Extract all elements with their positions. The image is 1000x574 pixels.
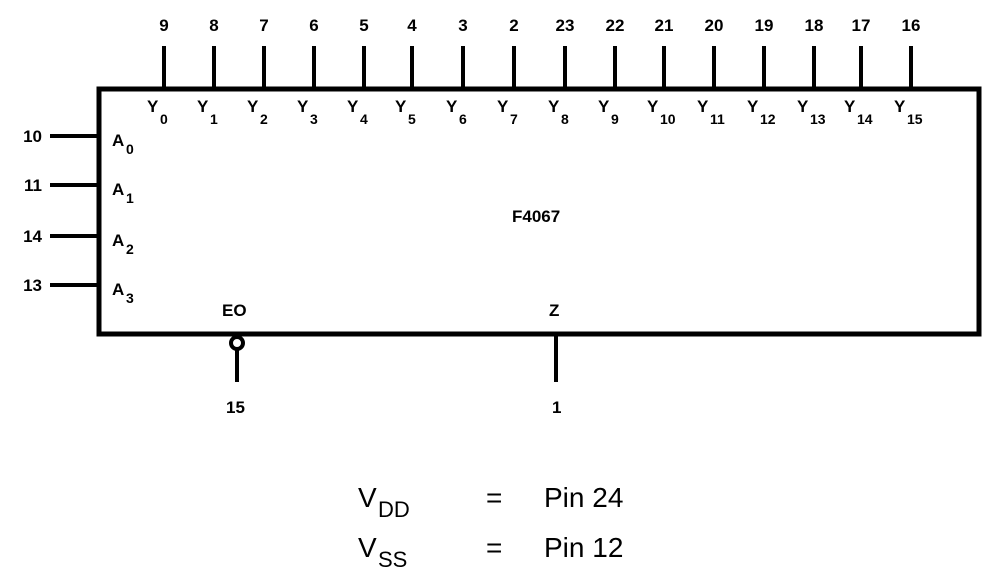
output-label-sub: 0: [160, 111, 168, 127]
output-label-sub: 4: [360, 111, 368, 127]
output-label-sub: 2: [260, 111, 268, 127]
output-label-sub: 9: [611, 111, 619, 127]
chip-body: [96, 86, 982, 337]
input-label: A: [112, 280, 124, 299]
vdd-sub: DD: [378, 497, 410, 522]
output-label-sub: 12: [760, 111, 776, 127]
output-pin-y3: 6Y3: [297, 16, 319, 127]
output-label-sub: 3: [310, 111, 318, 127]
output-label: Y: [497, 97, 509, 116]
common-label: Z: [549, 301, 559, 320]
output-pin-number: 18: [805, 16, 824, 35]
input-label-sub: 1: [126, 190, 134, 206]
output-pin-number: 4: [407, 16, 417, 35]
inversion-bubble: [229, 335, 245, 351]
output-label: Y: [446, 97, 458, 116]
output-pin-number: 2: [509, 16, 518, 35]
vss-pin: Pin 12: [544, 532, 623, 563]
vdd-pin: Pin 24: [544, 482, 623, 513]
output-pin-number: 5: [359, 16, 368, 35]
output-label-sub: 11: [710, 111, 725, 127]
output-pin-number: 23: [556, 16, 575, 35]
output-label: Y: [598, 97, 610, 116]
output-pin-number: 8: [209, 16, 218, 35]
output-label: Y: [747, 97, 759, 116]
enable-pin: EO 15: [222, 301, 247, 417]
output-pin-y0: 9Y0: [147, 16, 169, 127]
output-pin-number: 17: [852, 16, 871, 35]
common-pin-number: 1: [552, 398, 561, 417]
input-label-sub: 3: [126, 290, 134, 306]
output-label: Y: [697, 97, 709, 116]
output-label: Y: [844, 97, 856, 116]
output-pin-number: 20: [705, 16, 724, 35]
output-pin-number: 19: [755, 16, 774, 35]
output-label-sub: 8: [561, 111, 569, 127]
enable-pin-number: 15: [226, 398, 245, 417]
output-label: Y: [797, 97, 809, 116]
output-pin-number: 3: [458, 16, 467, 35]
output-pin-number: 16: [902, 16, 921, 35]
input-label-sub: 0: [126, 141, 134, 157]
input-label: A: [112, 180, 124, 199]
chip-name: F4067: [512, 207, 560, 226]
output-label: Y: [247, 97, 259, 116]
vss-eq: =: [486, 532, 502, 563]
output-label: Y: [297, 97, 309, 116]
input-pin-number: 13: [23, 276, 42, 295]
input-label-sub: 2: [126, 241, 134, 257]
enable-label: EO: [222, 301, 247, 320]
output-pin-y1: 8Y1: [197, 16, 219, 127]
output-label-sub: 6: [459, 111, 467, 127]
output-pin-number: 6: [309, 16, 318, 35]
output-pin-y5: 4Y5: [395, 16, 417, 127]
input-pin-number: 14: [23, 227, 42, 246]
output-label-sub: 14: [857, 111, 873, 127]
output-label: Y: [197, 97, 209, 116]
vdd-eq: =: [486, 482, 502, 513]
output-label: Y: [347, 97, 359, 116]
output-label: Y: [894, 97, 906, 116]
output-pin-y6: 3Y6: [446, 16, 468, 127]
power-vdd: V DD = Pin 24: [358, 482, 623, 522]
output-label: Y: [395, 97, 407, 116]
output-label-sub: 10: [660, 111, 676, 127]
output-label-sub: 5: [408, 111, 416, 127]
output-pin-y4: 5Y4: [347, 16, 369, 127]
output-label-sub: 1: [210, 111, 218, 127]
power-vss: V SS = Pin 12: [358, 532, 623, 572]
vss-name: V: [358, 532, 377, 563]
output-label-sub: 13: [810, 111, 826, 127]
output-pin-number: 22: [606, 16, 625, 35]
output-label: Y: [548, 97, 560, 116]
output-label: Y: [147, 97, 159, 116]
output-pin-number: 21: [655, 16, 674, 35]
output-pin-y2: 7Y2: [247, 16, 269, 127]
vdd-name: V: [358, 482, 377, 513]
output-label-sub: 7: [510, 111, 518, 127]
input-label: A: [112, 131, 124, 150]
output-label-sub: 15: [907, 111, 923, 127]
input-pin-number: 10: [23, 127, 42, 146]
output-pin-y7: 2Y7: [497, 16, 519, 127]
output-pin-number: 7: [259, 16, 268, 35]
input-label: A: [112, 231, 124, 250]
output-label: Y: [647, 97, 659, 116]
common-pin: Z 1: [549, 301, 561, 417]
output-pin-number: 9: [159, 16, 168, 35]
input-pin-number: 11: [24, 176, 42, 195]
vss-sub: SS: [378, 547, 407, 572]
